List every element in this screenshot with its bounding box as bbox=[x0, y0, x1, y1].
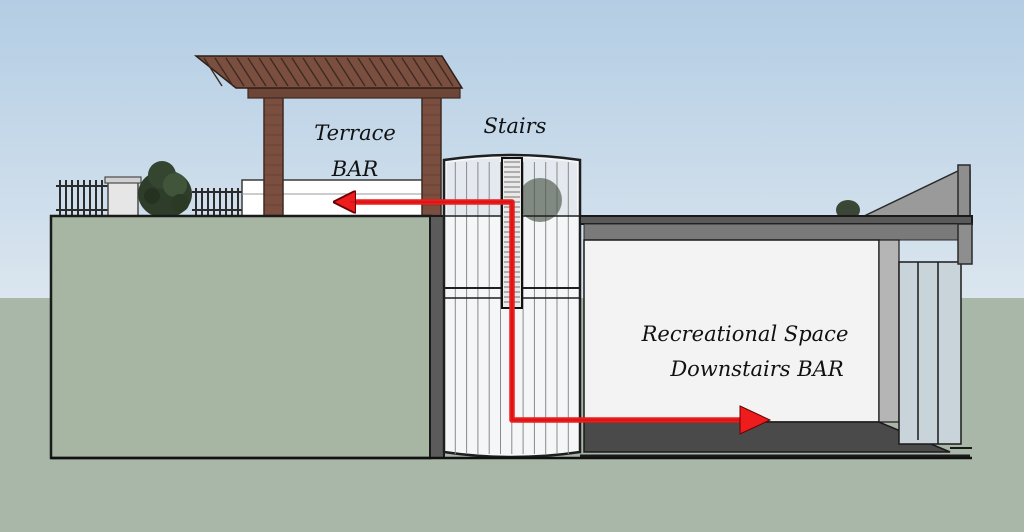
terrace-label: Terrace bbox=[314, 121, 396, 145]
right-building bbox=[579, 164, 973, 458]
downstairs-bar-label: Downstairs BAR bbox=[670, 357, 844, 381]
right-outer-column bbox=[957, 223, 973, 265]
upstairs-tree bbox=[518, 178, 562, 222]
shrub bbox=[138, 161, 192, 218]
pergola-beam bbox=[247, 87, 461, 99]
room-side-wall bbox=[878, 239, 900, 423]
downstairs-arrowhead bbox=[739, 405, 772, 435]
terrace-bar-label: BAR bbox=[331, 157, 379, 181]
stairs-label: Stairs bbox=[483, 114, 547, 138]
ceiling-band bbox=[583, 223, 965, 241]
circulation-arrow-outline bbox=[350, 201, 758, 421]
circulation-arrow bbox=[342, 202, 758, 423]
recreational-room-floor bbox=[583, 421, 951, 453]
recreational-space-label: Recreational Space bbox=[641, 322, 849, 346]
left-wall-block bbox=[49, 214, 433, 460]
terrace-pillar-cap bbox=[104, 176, 142, 184]
pergola bbox=[193, 55, 464, 219]
glass-door-frame bbox=[898, 261, 962, 445]
terrace-railing bbox=[56, 180, 242, 216]
recreational-room-wall bbox=[583, 239, 880, 423]
left-wall-edge bbox=[429, 215, 445, 459]
terrace-pillar bbox=[107, 178, 139, 217]
pergola-post-left bbox=[263, 95, 284, 219]
roof-slab bbox=[579, 215, 973, 225]
